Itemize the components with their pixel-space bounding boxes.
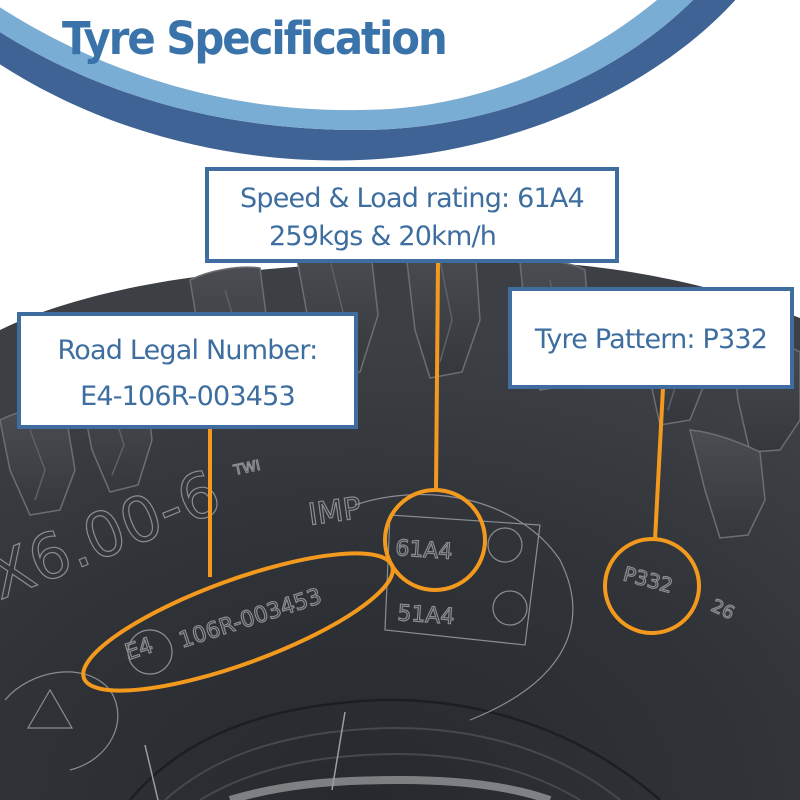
speed-highlight-circle <box>383 488 487 592</box>
sidewall-ply-marking: IMP <box>306 491 363 533</box>
sidewall-load-primary: 61A4 <box>395 536 454 565</box>
speed-load-value: 259kgs & 20km/h <box>269 221 497 252</box>
sidewall-load-secondary: 51A4 <box>397 601 456 630</box>
pattern-highlight-circle <box>603 537 701 635</box>
pattern-leader-line <box>653 387 665 541</box>
tyre-pattern-label: Tyre Pattern: P332 <box>534 324 768 355</box>
sidewall-twi-mark: TWI <box>232 458 262 479</box>
header-arc <box>0 0 736 161</box>
page-title: Tyre Specification <box>62 12 448 65</box>
sidewall-rings <box>129 698 661 800</box>
highlights <box>81 261 701 693</box>
road-legal-value: E4-106R-003453 <box>80 381 296 412</box>
speed-load-callout: Speed & Load rating: 61A4 259kgs & 20km/… <box>205 167 619 263</box>
speed-leader-line <box>434 261 440 491</box>
road-legal-label: Road Legal Number: <box>57 335 319 366</box>
road-legal-highlight-ellipse <box>81 551 395 693</box>
speed-load-label: Speed & Load rating: 61A4 <box>240 183 585 214</box>
tyre-pattern-callout: Tyre Pattern: P332 <box>508 287 794 389</box>
road-legal-callout: Road Legal Number: E4-106R-003453 <box>17 312 358 429</box>
warning-triangle-icon <box>26 688 74 729</box>
